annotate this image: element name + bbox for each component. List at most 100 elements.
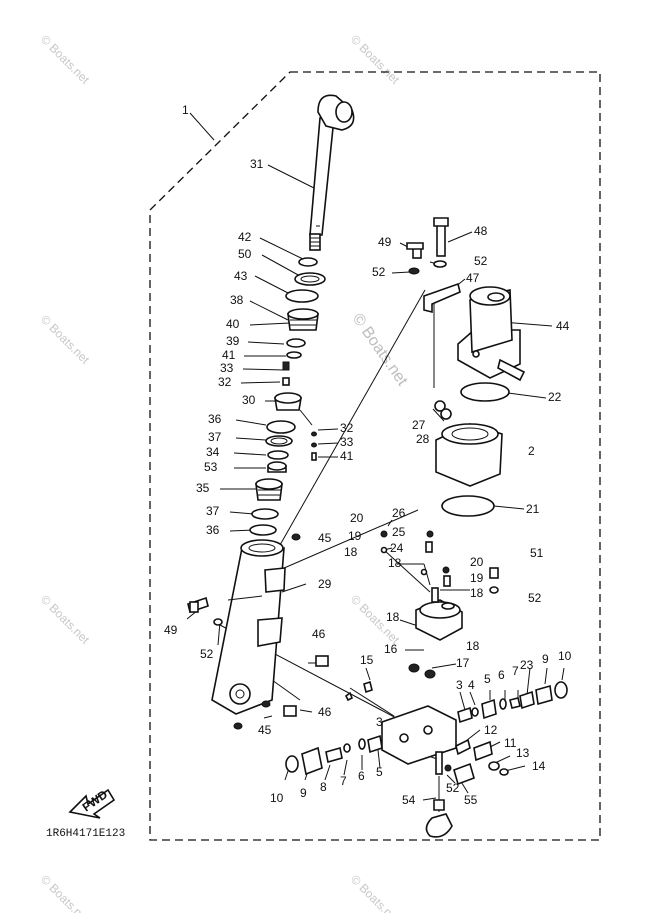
callout-52: 52	[528, 591, 542, 605]
callout-53: 53	[204, 460, 218, 474]
callout-13: 13	[516, 746, 530, 760]
callout-32: 32	[340, 421, 354, 435]
callout-41: 41	[222, 348, 236, 362]
callout-18: 18	[470, 586, 484, 600]
callout-19: 19	[470, 571, 484, 585]
callout-20: 20	[470, 555, 484, 569]
watermark-center: © Boats.net	[349, 311, 411, 390]
callout-18: 18	[386, 610, 400, 624]
callout-37: 37	[206, 504, 220, 518]
callout-55: 55	[464, 793, 478, 807]
callout-6: 6	[358, 769, 365, 783]
callout-10: 10	[270, 791, 284, 805]
callout-40: 40	[226, 317, 240, 331]
callout-14: 14	[532, 759, 546, 773]
callout-28: 28	[416, 432, 430, 446]
callout-51: 51	[530, 546, 544, 560]
callout-34: 34	[206, 445, 220, 459]
callout-3: 3	[456, 678, 463, 692]
callout-15: 15	[360, 653, 374, 667]
misc-bolts	[187, 533, 373, 730]
callout-16: 16	[384, 642, 398, 656]
callout-5: 5	[376, 765, 383, 779]
callout-27: 27	[412, 418, 426, 432]
tilt-cylinder	[211, 539, 286, 715]
ground-wire	[425, 751, 453, 838]
o-ring-21	[441, 495, 495, 517]
callout-7: 7	[512, 664, 519, 678]
watermark: © Boats.net	[38, 32, 93, 87]
callout-5: 5	[484, 672, 491, 686]
callout-19: 19	[348, 529, 362, 543]
callout-9: 9	[300, 786, 307, 800]
callout-45: 45	[318, 531, 332, 545]
watermark: © Boats.net	[38, 872, 93, 913]
callout-29: 29	[318, 577, 332, 591]
callout-48: 48	[474, 224, 488, 238]
callout-35: 35	[196, 481, 210, 495]
callout-49: 49	[378, 235, 392, 249]
fwd-arrow: FWD	[68, 787, 116, 819]
callout-36: 36	[208, 412, 222, 426]
manifold-block	[381, 705, 457, 765]
callout-7: 7	[340, 774, 347, 788]
callout-24: 24	[390, 541, 404, 555]
callout-45: 45	[258, 723, 272, 737]
motor-bracket	[406, 217, 461, 314]
callout-4: 4	[468, 678, 475, 692]
callout-20: 20	[350, 511, 364, 525]
watermark: © Boats.net	[348, 32, 403, 87]
valve-hardware-row-lower	[285, 734, 509, 786]
callout-46: 46	[318, 705, 332, 719]
callout-52: 52	[474, 254, 488, 268]
trim-tilt-motor	[457, 286, 526, 382]
callout-18: 18	[344, 545, 358, 559]
piston-stack	[249, 257, 326, 536]
callout-23: 23	[520, 658, 534, 672]
callout-52: 52	[200, 647, 214, 661]
callout-33: 33	[220, 361, 234, 375]
callout-33: 33	[340, 435, 354, 449]
leader-lines	[186, 112, 565, 801]
callout-10: 10	[558, 649, 572, 663]
callout-49: 49	[164, 623, 178, 637]
callout-41: 41	[340, 449, 354, 463]
watermark-group: © Boats.net © Boats.net © Boats.net © Bo…	[38, 32, 411, 913]
callout-52: 52	[372, 265, 386, 279]
assembly-boundary	[149, 71, 601, 841]
callout-26: 26	[392, 506, 406, 520]
callout-12: 12	[484, 723, 498, 737]
callout-44: 44	[556, 319, 570, 333]
callout-38: 38	[230, 293, 244, 307]
callout-25: 25	[392, 525, 406, 539]
callout-22: 22	[548, 390, 562, 404]
reservoir	[434, 400, 503, 487]
gear-pump	[380, 530, 499, 679]
callout-36: 36	[206, 523, 220, 537]
diagram-code: 1R6H4171E123	[46, 828, 125, 840]
callout-37: 37	[208, 430, 222, 444]
callout-2: 2	[528, 444, 535, 458]
watermark: © Boats.net	[38, 592, 93, 647]
o-ring-22	[460, 382, 510, 402]
callout-21: 21	[526, 502, 540, 516]
callout-52: 52	[446, 781, 460, 795]
tilt-piston-rod	[309, 94, 355, 251]
callout-18: 18	[466, 639, 480, 653]
callout-3: 3	[376, 715, 383, 729]
callout-47: 47	[466, 271, 480, 285]
callout-18: 18	[388, 556, 402, 570]
callout-1: 1	[182, 103, 189, 117]
callout-17: 17	[456, 656, 470, 670]
callout-30: 30	[242, 393, 256, 407]
callout-46: 46	[312, 627, 326, 641]
callout-32: 32	[218, 375, 232, 389]
callout-9: 9	[542, 652, 549, 666]
callout-31: 31	[250, 157, 264, 171]
valve-hardware-row	[457, 681, 568, 724]
callout-54: 54	[402, 793, 416, 807]
watermark: © Boats.net	[348, 872, 403, 913]
watermark: © Boats.net	[38, 312, 93, 367]
callout-43: 43	[234, 269, 248, 283]
